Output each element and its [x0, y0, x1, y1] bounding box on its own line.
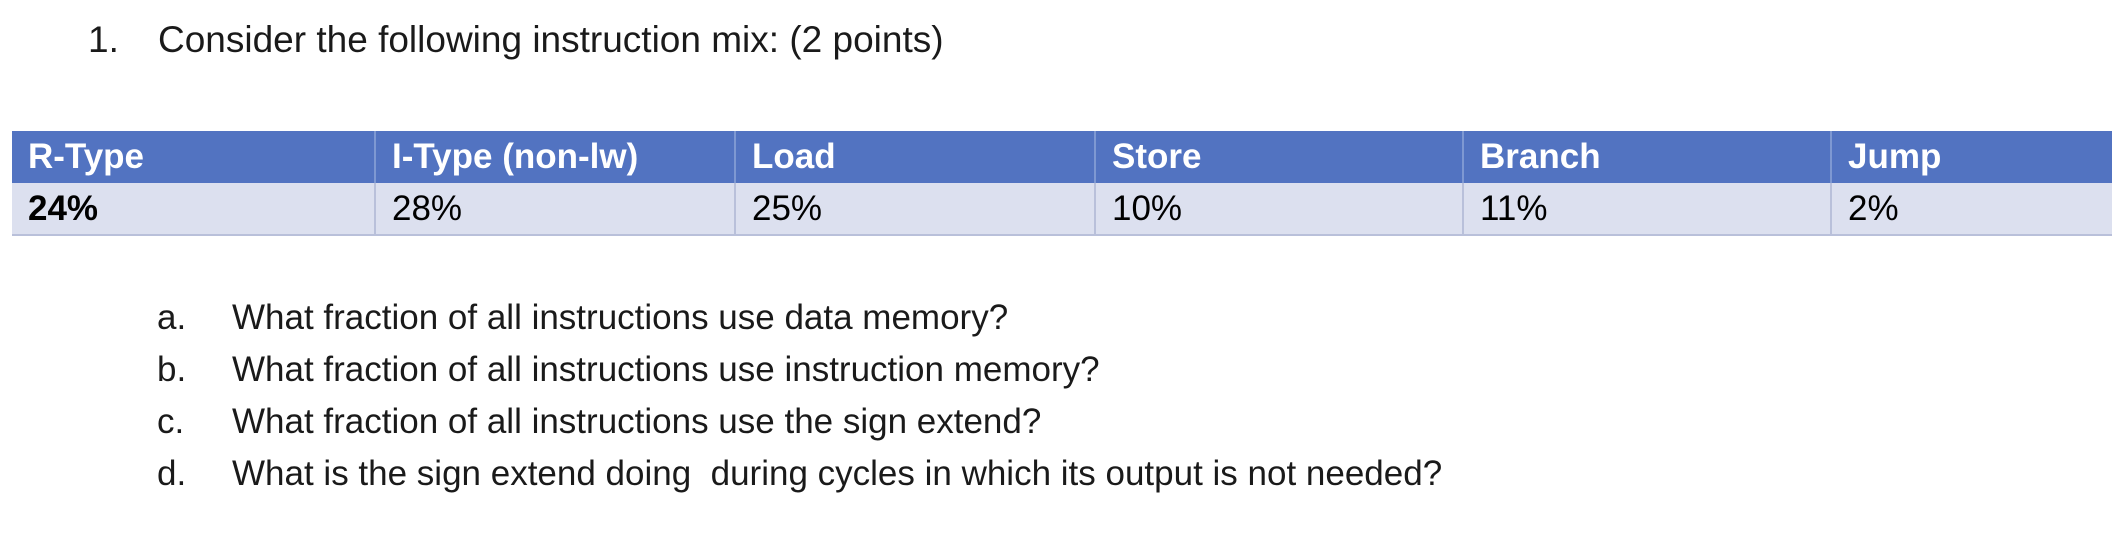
list-item-marker-b: b.: [157, 350, 187, 389]
list-item-marker-a: a.: [157, 298, 187, 337]
cell-jump-value: 2%: [1831, 183, 2112, 236]
cell-branch-value: 11%: [1463, 183, 1832, 236]
cell-load-value: 25%: [735, 183, 1096, 236]
instruction-mix-table: R-Type I-Type (non-lw) Load Store Branch…: [12, 131, 2112, 236]
column-header-branch: Branch: [1463, 131, 1832, 183]
list-item-text-b: What fraction of all instructions use in…: [232, 350, 1100, 389]
list-item: c. What fraction of all instructions use…: [157, 400, 1957, 452]
table-body: 24% 28% 25% 10% 11% 2%: [12, 183, 2112, 236]
sub-question-list: a. What fraction of all instructions use…: [157, 296, 1957, 504]
cell-r-type-value: 24%: [12, 183, 376, 236]
question-line: 1. Consider the following instruction mi…: [88, 17, 944, 63]
list-item-marker-c: c.: [157, 402, 185, 441]
question-number: 1.: [88, 19, 119, 60]
list-item-text-a: What fraction of all instructions use da…: [232, 298, 1009, 337]
list-item: d. What is the sign extend doing during …: [157, 452, 1957, 504]
column-header-i-type: I-Type (non-lw): [375, 131, 736, 183]
table-header: R-Type I-Type (non-lw) Load Store Branch…: [12, 131, 2112, 183]
column-header-jump: Jump: [1831, 131, 2112, 183]
list-item-text-c: What fraction of all instructions use th…: [232, 402, 1042, 441]
list-item-text-d: What is the sign extend doing during cyc…: [232, 454, 1443, 493]
table-row: 24% 28% 25% 10% 11% 2%: [12, 183, 2112, 236]
cell-i-type-value: 28%: [375, 183, 736, 236]
question-text: Consider the following instruction mix: …: [158, 19, 944, 60]
list-item-marker-d: d.: [157, 454, 187, 493]
list-item: b. What fraction of all instructions use…: [157, 348, 1957, 400]
table-header-row: R-Type I-Type (non-lw) Load Store Branch…: [12, 131, 2112, 183]
column-header-load: Load: [735, 131, 1096, 183]
cell-store-value: 10%: [1095, 183, 1464, 236]
column-header-r-type: R-Type: [12, 131, 376, 183]
list-item: a. What fraction of all instructions use…: [157, 296, 1957, 348]
column-header-store: Store: [1095, 131, 1464, 183]
